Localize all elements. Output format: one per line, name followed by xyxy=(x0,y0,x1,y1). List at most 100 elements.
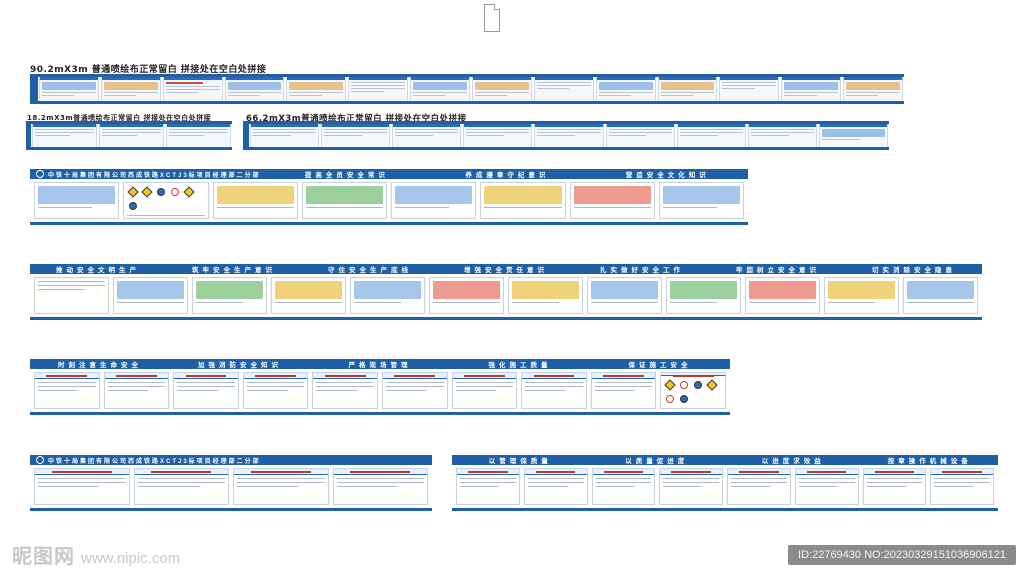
strip-panel xyxy=(100,77,161,101)
board-card xyxy=(590,372,657,409)
strip-panel xyxy=(472,77,532,101)
board-card xyxy=(391,182,477,219)
board2-content xyxy=(30,274,982,320)
board2-heading: 筑牢安全生产意识 xyxy=(192,267,276,274)
board4-content xyxy=(30,465,432,511)
board-card xyxy=(659,468,723,505)
board-card xyxy=(745,277,820,314)
board2-heading: 增强安全责任意识 xyxy=(464,267,548,274)
company-logo-icon xyxy=(36,456,44,464)
strip-panel xyxy=(533,77,594,101)
watermark-logo: 昵图网 xyxy=(12,544,75,568)
board-card xyxy=(34,372,100,409)
strip-panel xyxy=(286,77,347,101)
strip-panel xyxy=(595,77,656,101)
strip-panel xyxy=(224,77,285,101)
caption-18m: 18.2mX3m普通喷绘布正常留白 拼接处在空白处拼接 xyxy=(27,114,212,122)
board-card xyxy=(508,277,583,314)
watermark-url: www.nipic.com xyxy=(81,550,181,567)
board-card xyxy=(521,372,587,409)
board-card xyxy=(103,372,170,409)
board5-heading: 以管理保质量 xyxy=(488,458,552,465)
board5-heading: 以进度求效益 xyxy=(761,458,825,465)
board-card xyxy=(113,277,188,314)
board2-header: 推动安全文明生产 筑牢安全生产意识 守住安全生产底线 增强安全责任意识 扎实做好… xyxy=(30,264,982,274)
board-card xyxy=(350,277,425,314)
board1-heading: 养成遵章守纪意识 xyxy=(465,172,550,179)
board-card xyxy=(523,468,588,505)
board-card xyxy=(666,277,741,314)
caption-66m: 66.2mX3m普通喷绘布正常留白 拼接处在空白处拼接 xyxy=(246,114,467,124)
board3-heading: 时刻注意生命安全 xyxy=(58,362,142,369)
strip-panel xyxy=(99,124,164,147)
strip-panel xyxy=(534,124,604,147)
board-card xyxy=(173,372,239,409)
strip-panel xyxy=(410,77,471,101)
strip-panel xyxy=(39,77,99,101)
board-card xyxy=(727,468,791,505)
board-card xyxy=(658,182,744,219)
board1-heading: 营造安全文化知识 xyxy=(625,172,710,179)
strip-panel xyxy=(162,77,223,101)
strip-66m xyxy=(243,121,889,150)
board4-company: 中铁十局集团有限公司西成铁路XCTJ3标项目经理部二分部 xyxy=(48,458,261,465)
board-card xyxy=(381,372,448,409)
board2-heading: 扎实做好安全工作 xyxy=(600,267,684,274)
strip-lead xyxy=(30,77,38,101)
board-card xyxy=(862,468,927,505)
strip-panel xyxy=(747,124,817,147)
board-card xyxy=(34,468,130,505)
strip-panel xyxy=(348,77,409,101)
board1-company: 中铁十局集团有限公司西成铁路XCTJ3标项目经理部二分部 xyxy=(48,172,261,179)
board5-heading: 以质量促进度 xyxy=(625,458,689,465)
board-card xyxy=(212,182,298,219)
board-card xyxy=(660,372,726,409)
board-card xyxy=(233,468,329,505)
watermark: 昵图网 www.nipic.com xyxy=(12,540,180,569)
board2-heading: 切实消除安全隐患 xyxy=(872,267,956,274)
board-card xyxy=(930,468,994,505)
strip-panel xyxy=(392,124,462,147)
strip-panel xyxy=(657,77,718,101)
board2-heading: 牢固树立安全意识 xyxy=(736,267,820,274)
board-card xyxy=(34,277,109,314)
board-card xyxy=(429,277,504,314)
strip-panel xyxy=(843,77,904,101)
board-card xyxy=(569,182,655,219)
strip-panel xyxy=(719,77,780,101)
strip-lead xyxy=(243,124,249,147)
strip-lead xyxy=(26,124,31,147)
board1-header: 中铁十局集团有限公司西成铁路XCTJ3标项目经理部二分部 提高全员安全常识 养成… xyxy=(30,169,748,179)
strip-panel xyxy=(166,124,231,147)
strip-18m xyxy=(26,121,232,150)
strip-panel xyxy=(32,124,97,147)
board-card xyxy=(123,182,209,219)
board-card xyxy=(271,277,346,314)
board-card xyxy=(903,277,978,314)
board3-heading: 加强消防安全知识 xyxy=(198,362,282,369)
strip-panel xyxy=(250,124,320,147)
board3-heading: 强化施工质量 xyxy=(488,362,552,369)
board3-heading: 保证施工安全 xyxy=(628,362,692,369)
board-card xyxy=(451,372,518,409)
board1-heading: 提高全员安全常识 xyxy=(304,172,389,179)
board3-header: 时刻注意生命安全 加强消防安全知识 严格现场管理 强化施工质量 保证施工安全 xyxy=(30,359,730,369)
document-page-icon xyxy=(484,4,500,32)
board-card xyxy=(480,182,566,219)
board3-heading: 严格现场管理 xyxy=(348,362,412,369)
strip-panel xyxy=(605,124,675,147)
strip-panel xyxy=(781,77,842,101)
board-card xyxy=(133,468,229,505)
board4-header: 中铁十局集团有限公司西成铁路XCTJ3标项目经理部二分部 xyxy=(30,455,432,465)
board1-content xyxy=(30,179,748,225)
image-id-tag: ID:22769430 NO:20230329151036906121 xyxy=(788,545,1016,565)
board2-heading: 守住安全生产底线 xyxy=(328,267,412,274)
strip-90m xyxy=(30,74,904,104)
board-card xyxy=(332,468,428,505)
board-card xyxy=(456,468,520,505)
board2-heading: 推动安全文明生产 xyxy=(56,267,140,274)
board5-content xyxy=(452,465,998,511)
strip-panel xyxy=(463,124,533,147)
board-card xyxy=(591,468,656,505)
board3-content xyxy=(30,369,730,415)
